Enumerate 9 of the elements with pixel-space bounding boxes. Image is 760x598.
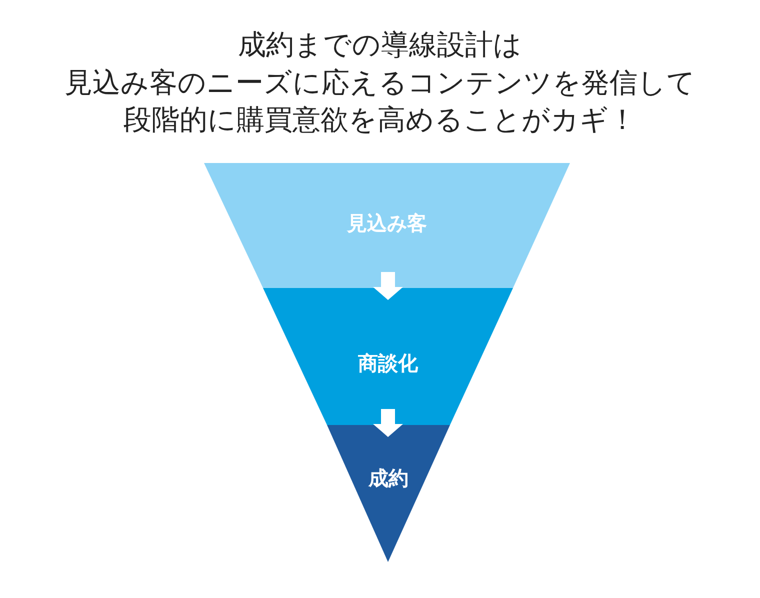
title: 成約までの導線設計は見込み客のニーズに応えるコンテンツを発信して段階的に購買意欲を高めることがカギ！ [64, 27, 696, 138]
funnel-band [263, 288, 513, 425]
arrow [373, 409, 403, 437]
stage-label: 商談化 [358, 351, 418, 375]
funnel-band [327, 425, 450, 562]
stage-label: 見込み客 [347, 211, 427, 235]
stage-label: 成約 [368, 466, 408, 490]
funnel-band [204, 163, 570, 288]
arrow [373, 272, 403, 300]
